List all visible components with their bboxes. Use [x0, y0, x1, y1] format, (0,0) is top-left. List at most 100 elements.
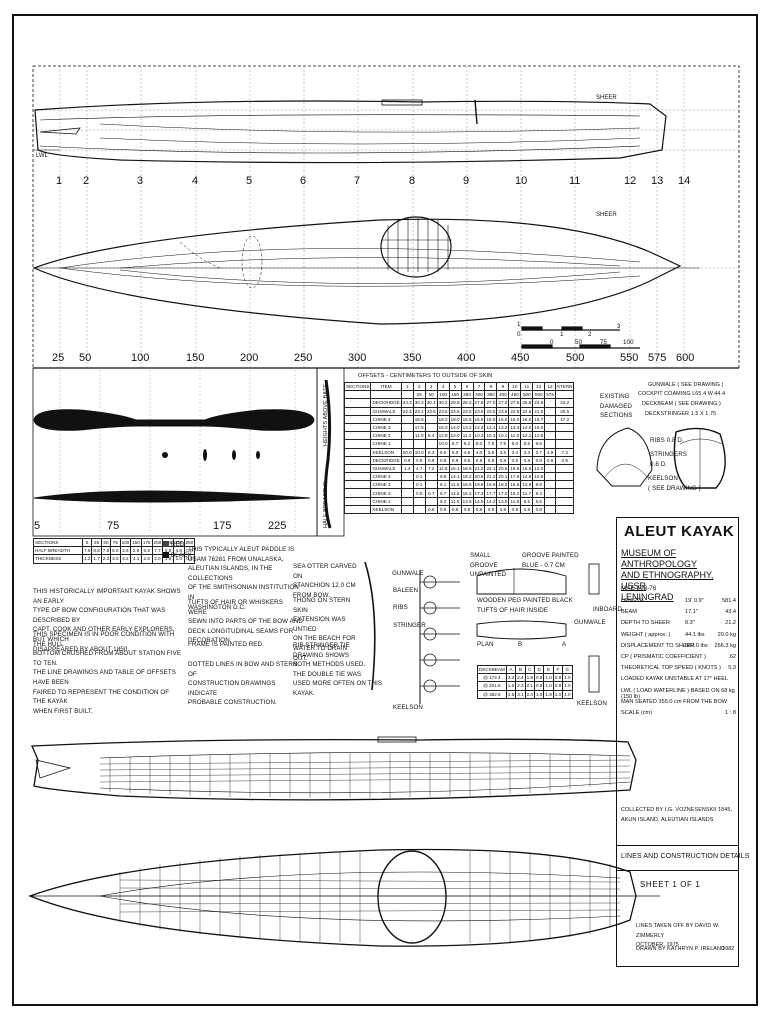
label-b: B	[518, 641, 523, 648]
section-drawings	[596, 427, 726, 489]
deckbeam-cell: 0.8	[552, 673, 564, 683]
offsets-cell: 10.0	[412, 447, 426, 457]
offsets-cell	[424, 414, 438, 424]
sheer-label-plan: SHEER	[596, 212, 617, 218]
scale-label: 50	[575, 339, 583, 346]
offsets-cell: 18.6	[508, 463, 522, 474]
label-section-deckstringer: DECKSTRINGER 1.5 x 1.75	[645, 411, 717, 417]
offsets-title: OFFSETS - CENTIMETERS TO OUTSIDE OF SKIN	[358, 373, 493, 379]
offsets-cell: 9.9	[532, 480, 546, 490]
offsets-cell: 3.5	[496, 447, 510, 457]
offsets-cell: 0.8	[532, 455, 546, 465]
title-block-lines: LINES AND CONSTRUCTION DETAILS	[621, 853, 750, 860]
station-label: 6	[300, 175, 307, 187]
offsets-cell: 0.8	[436, 455, 450, 465]
offsets-cell: 14.0	[520, 422, 534, 433]
label-section-stringers: STRINGERS 0.8 d.	[650, 451, 687, 468]
paddle-table-cell: 175	[140, 537, 153, 548]
offsets-cell: 0.1	[412, 480, 426, 490]
deckbeam-cell: 3.3	[505, 673, 517, 683]
offsets-cell: 15.2	[460, 488, 474, 498]
offsets-cell: 30.4	[424, 398, 438, 408]
deckbeam-cell: @ 201.5	[477, 681, 507, 691]
spec-label: LENGTH	[621, 598, 644, 604]
offsets-cell: 0.9	[436, 504, 450, 515]
offsets-cell: 0.8	[496, 504, 510, 515]
offsets-cell: 14.5	[472, 496, 486, 506]
spec-value-metric: 43.4	[725, 609, 736, 616]
offsets-cell: 10.3	[484, 431, 498, 441]
paddle-table-cell: 50	[100, 537, 112, 548]
spec-label: BEAM	[621, 609, 637, 616]
offsets-cell: 23.5	[424, 406, 438, 416]
offsets-cell: 21.5	[532, 406, 546, 416]
paddle-plan	[33, 409, 315, 431]
deckbeam-cell: @ 382.6	[477, 689, 507, 699]
deckbeam-cell: 1.9	[543, 689, 554, 699]
label-baleen: BALEEN	[393, 587, 419, 594]
station-gridlines	[33, 66, 739, 368]
offsets-header-cm: 500	[520, 390, 534, 400]
spec-label: DISPLACEMENT TO SHEER	[621, 642, 695, 649]
cm-label: 250	[294, 352, 313, 364]
title-block-drawn-year: 1982	[722, 946, 735, 952]
paddle-table-cell: 7.8	[100, 546, 112, 556]
offsets-cell: 20.5	[472, 472, 486, 482]
paddle-table-cell: 5	[81, 537, 93, 548]
offsets-cell	[554, 439, 575, 449]
deckbeam-header-cell: F	[552, 664, 564, 675]
offsets-cell: 7.9	[496, 439, 510, 449]
offsets-header-cm: 300	[472, 390, 486, 400]
deckbeam-cell: 1.0	[562, 689, 573, 699]
offsets-header-cm: 50	[424, 390, 438, 400]
offsets-cell	[424, 422, 438, 433]
offsets-header-cm: 400	[496, 390, 510, 400]
station-label: 2	[83, 175, 90, 187]
offsets-cell: 0.8	[472, 504, 486, 515]
offsets-cell: 10.1	[496, 431, 510, 441]
label-keelson: KEELSON	[393, 704, 423, 711]
offsets-cell	[400, 488, 414, 498]
title-block-mae: MAE 593-76	[621, 585, 657, 592]
offsets-cell: 24.3	[400, 398, 414, 408]
offsets-cell	[400, 496, 414, 506]
offsets-cell: 15.2	[508, 488, 522, 498]
offsets-cell	[400, 422, 414, 433]
offsets-cell: 0.8	[448, 455, 462, 465]
offsets-header-station: STERN	[554, 381, 575, 392]
deckbeam-cell: 1.0	[543, 681, 554, 691]
offsets-cell	[544, 472, 556, 482]
offsets-cell: 4.0	[472, 447, 486, 457]
offsets-cell	[424, 480, 438, 490]
offsets-cell	[544, 496, 556, 506]
offsets-cell: 17.2	[554, 414, 575, 424]
offsets-cell: 5.0	[448, 447, 462, 457]
spec-row: SCALE (cm)1 : 8	[621, 710, 739, 716]
offsets-cell: 12.8	[436, 431, 450, 441]
spec-value-metric: .62	[728, 654, 736, 660]
spec-label: CP ( PRISMATIC COEFFICIENT )	[621, 654, 706, 660]
station-label: 8	[409, 175, 416, 187]
legend-red-label: RED	[171, 541, 185, 548]
label-section-keelson: KEELSON ( SEE DRAWING )	[648, 475, 701, 492]
spec-value-imperial: 8.3"	[685, 620, 695, 627]
offsets-cell: 4.9	[544, 447, 556, 457]
offsets-cell: 18.2	[460, 472, 474, 482]
offsets-header-station: 2	[412, 381, 426, 392]
spec-row: THEORETICAL TOP SPEED ( KNOTS )5.3	[621, 665, 739, 671]
cm-label: 50	[79, 352, 92, 364]
paddle-table-cell: 6.9	[140, 546, 153, 556]
title-block-museum: MUSEUM OF ANTHROPOLOGY AND ETHNOGRAPHY, …	[621, 548, 714, 602]
offsets-cell: 10.0	[436, 439, 450, 449]
offsets-cell: 10.8	[532, 472, 546, 482]
offsets-header-station: 12	[532, 381, 546, 392]
offsets-cell	[554, 480, 575, 490]
paddle-table-cell: 1.7	[91, 554, 102, 564]
paddle-table-cell: 4.2	[119, 554, 132, 564]
offsets-header-station: 11	[520, 381, 534, 392]
paddle-table-cell: 25	[91, 537, 102, 548]
label-existing-sections: EXISTING DAMAGED SECTIONS	[600, 393, 633, 420]
